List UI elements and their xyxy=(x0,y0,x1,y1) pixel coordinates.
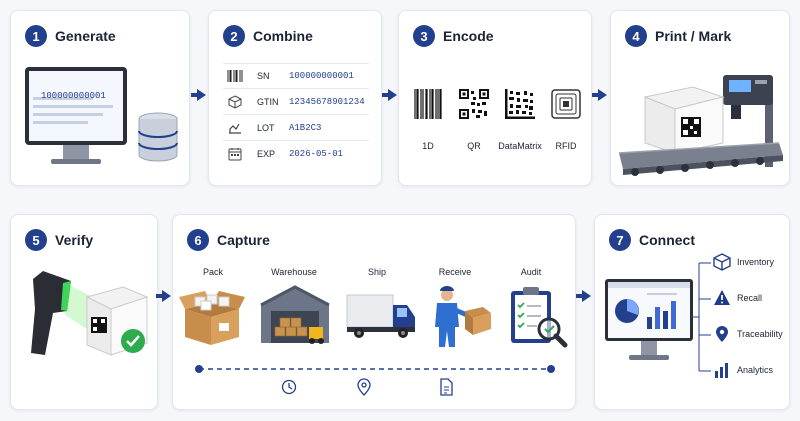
combine-key: EXP xyxy=(257,149,276,159)
step-title: Generate xyxy=(55,28,116,44)
conveyor-printer-illustration xyxy=(618,75,783,176)
qr-code-icon xyxy=(459,89,489,119)
encode-type-label: RFID xyxy=(555,141,577,151)
document-icon xyxy=(440,378,453,396)
step-print-card: 4 Print / Mark xyxy=(610,10,790,186)
step-capture-header: 6 Capture xyxy=(187,229,270,251)
capture-stage-label: Receive xyxy=(438,267,472,277)
combine-row: LOT A1B2C3 xyxy=(223,115,369,141)
step-title: Connect xyxy=(639,232,695,248)
bar-chart-icon xyxy=(715,363,728,378)
connect-item-label: Analytics xyxy=(737,365,774,375)
arrow-right-icon xyxy=(592,89,607,101)
combine-key: SN xyxy=(257,71,270,81)
step-number: 6 xyxy=(187,229,209,251)
step-print-header: 4 Print / Mark xyxy=(625,25,731,47)
step-combine-header: 2 Combine xyxy=(223,25,313,47)
combine-row: EXP 2026-05-01 xyxy=(223,141,369,167)
rfid-icon xyxy=(551,89,581,119)
connect-item-recall: Recall xyxy=(713,289,762,307)
barcode-1d-icon xyxy=(414,89,442,119)
encode-type-label: 1D xyxy=(422,141,434,151)
capture-stage-label: Pack xyxy=(202,267,223,277)
step-connect-card: 7 Connect Inventory Recall Traceability … xyxy=(594,214,790,410)
capture-stage-label: Audit xyxy=(520,267,542,277)
combine-table: SN 100000000001 GTIN 12345678901234 LOT … xyxy=(209,11,383,187)
connect-item-label: Recall xyxy=(737,293,763,303)
location-pin-icon xyxy=(716,326,728,342)
step-number: 1 xyxy=(25,25,47,47)
step-connect-header: 7 Connect xyxy=(609,229,695,251)
encode-type-label: DataMatrix xyxy=(498,141,542,151)
combine-value: 100000000001 xyxy=(289,71,354,81)
monitor-illustration xyxy=(25,67,127,164)
encode-type-label: QR xyxy=(467,141,481,151)
pack-box-icon xyxy=(179,291,245,345)
arrow-right-icon xyxy=(382,89,397,101)
combine-key: GTIN xyxy=(257,96,279,107)
connect-item-traceability: Traceability xyxy=(713,325,783,343)
capture-timeline xyxy=(195,365,555,373)
step-generate-card: 1 Generate 100000000001 xyxy=(10,10,190,186)
connect-item-label: Traceability xyxy=(737,329,783,339)
connect-item-analytics: Analytics xyxy=(713,361,773,379)
combine-row: GTIN 12345678901234 xyxy=(223,89,369,115)
arrow-right-icon xyxy=(576,290,591,302)
cube-icon xyxy=(223,94,247,109)
connect-item-label: Inventory xyxy=(737,257,775,267)
step-encode-card: 3 Encode 1D QR DataMatrix RFID xyxy=(398,10,592,186)
barcode-icon xyxy=(223,70,247,82)
clock-icon xyxy=(281,379,297,395)
chart-icon xyxy=(223,122,247,134)
arrow-right-icon xyxy=(156,290,171,302)
step-title: Encode xyxy=(443,28,494,44)
step-title: Verify xyxy=(55,232,94,248)
calendar-icon xyxy=(223,147,247,161)
monitor-value: 100000000001 xyxy=(41,91,106,101)
scanner-verify-illustration xyxy=(31,271,149,356)
datamatrix-icon xyxy=(505,89,535,119)
receive-worker-icon xyxy=(435,286,491,347)
step-verify-header: 5 Verify xyxy=(25,229,93,251)
step-encode-header: 3 Encode xyxy=(413,25,494,47)
dashboard-monitor-illustration xyxy=(605,279,693,360)
combine-row: SN 100000000001 xyxy=(223,63,369,89)
step-number: 2 xyxy=(223,25,245,47)
alert-icon xyxy=(714,290,730,305)
step-number: 5 xyxy=(25,229,47,251)
capture-stage-label: Warehouse xyxy=(271,267,317,277)
step-number: 7 xyxy=(609,229,631,251)
step-capture-card: 6 Capture Pack Warehouse Ship Receive Au… xyxy=(172,214,576,410)
connect-bracket xyxy=(691,262,711,372)
warehouse-icon xyxy=(260,285,330,344)
connect-item-inventory: Inventory xyxy=(713,253,774,271)
step-verify-card: 5 Verify xyxy=(10,214,158,410)
capture-stage-label: Ship xyxy=(367,267,386,277)
step-generate-header: 1 Generate xyxy=(25,25,116,47)
combine-value: A1B2C3 xyxy=(289,122,322,133)
arrow-right-icon xyxy=(191,89,206,101)
combine-key: LOT xyxy=(257,122,275,133)
step-title: Print / Mark xyxy=(655,28,732,44)
truck-icon xyxy=(346,294,415,338)
step-combine-card: 2 Combine SN 100000000001 GTIN 123456789… xyxy=(208,10,382,186)
location-pin-icon xyxy=(357,378,371,396)
step-number: 3 xyxy=(413,25,435,47)
audit-clipboard-icon xyxy=(511,287,568,348)
combine-value: 12345678901234 xyxy=(289,96,365,107)
step-number: 4 xyxy=(625,25,647,47)
cube-icon xyxy=(713,253,731,271)
combine-value: 2026-05-01 xyxy=(289,149,344,159)
step-title: Capture xyxy=(217,232,270,248)
database-icon xyxy=(138,112,178,162)
step-title: Combine xyxy=(253,28,313,44)
